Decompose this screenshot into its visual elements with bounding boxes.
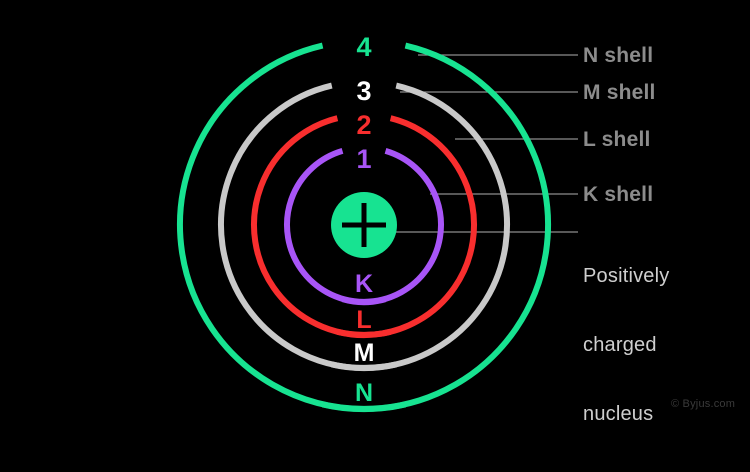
shell-number-1: 1 xyxy=(356,144,372,174)
shell-number-4: 4 xyxy=(356,32,372,62)
label-m-shell: M shell xyxy=(583,81,656,104)
shell-letter-n: N xyxy=(354,379,374,407)
nucleus[interactable] xyxy=(331,192,397,258)
shell-arc-n-bottom[interactable] xyxy=(321,401,407,413)
label-nucleus-line-3: nucleus xyxy=(583,403,654,425)
label-n-shell: N shell xyxy=(583,44,654,67)
shell-arcs xyxy=(177,42,551,413)
shell-letter-l: L xyxy=(356,306,372,334)
label-l-shell: L shell xyxy=(583,128,651,151)
shell-arc-m-bottom[interactable] xyxy=(331,361,397,371)
shell-arc-l-bottom[interactable] xyxy=(336,328,392,338)
shell-arc-k-bottom[interactable] xyxy=(341,296,387,306)
label-nucleus-line-1: Positively xyxy=(583,265,670,287)
leader-lines xyxy=(396,54,578,233)
shell-number-2: 2 xyxy=(356,110,372,140)
label-k-shell: K shell xyxy=(583,183,654,206)
credit-watermark: © Byjus.com xyxy=(671,398,736,410)
label-nucleus: Positively charged nucleus xyxy=(583,219,669,472)
diagram-canvas: 4 3 2 1 K L M N N shell M shell L shell … xyxy=(177,32,736,425)
shell-letter-m: M xyxy=(353,339,375,367)
label-nucleus-line-2: charged xyxy=(583,334,657,356)
shell-number-3: 3 xyxy=(356,76,372,106)
atom-shell-diagram xyxy=(177,42,578,413)
shell-letter-k: K xyxy=(354,270,374,298)
